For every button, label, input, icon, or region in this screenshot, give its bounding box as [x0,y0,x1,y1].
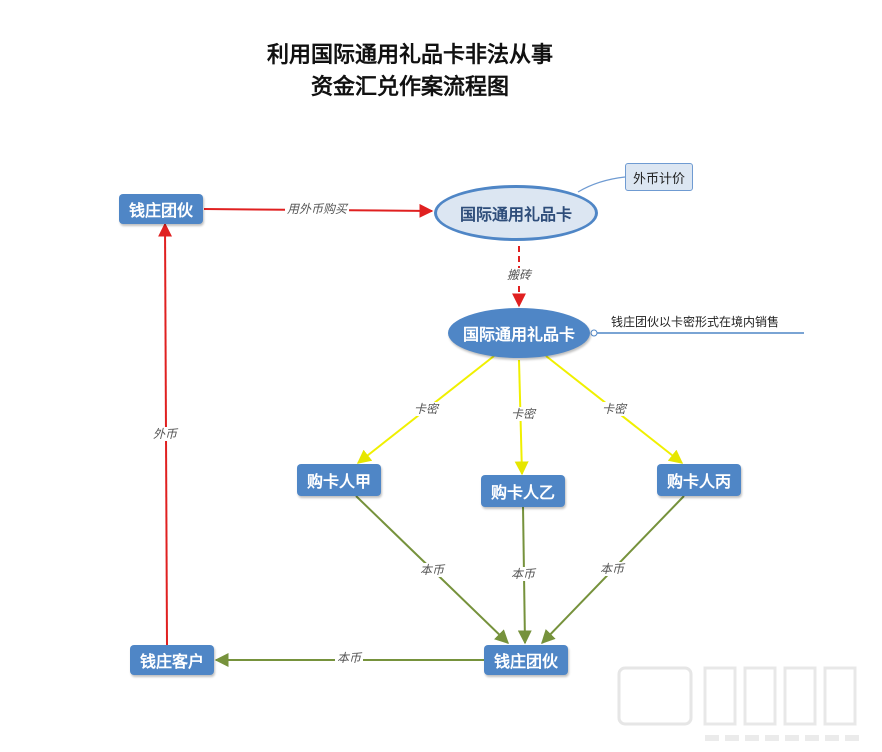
edge-label-card-secret-c: 卡密 [600,402,629,416]
note-domestic-sales: 钱庄团伙以卡密形式在境内销售 [611,315,780,329]
edge-label-local-a: 本币 [418,563,447,577]
edge-label-local-c: 本币 [598,562,627,576]
edge-label-fx: 外币 [151,427,180,441]
callout-leader [577,176,626,193]
edge-label-card-secret-a: 卡密 [412,402,441,416]
node-giftcard-sub: 国际通用礼品卡 [448,308,590,358]
node-buyer-a: 购卡人甲 [297,464,381,496]
node-giftcard-main: 国际通用礼品卡 [434,185,598,241]
callout-fx-pricing: 外币计价 [625,163,693,191]
title-line-1: 利用国际通用礼品卡非法从事 [266,43,553,68]
note-anchor-dot [590,329,598,337]
node-client: 钱庄客户 [130,645,214,675]
edge-label-card-secret-b: 卡密 [509,407,538,421]
node-gang-top: 钱庄团伙 [119,194,203,224]
node-buyer-c: 购卡人丙 [657,464,741,496]
title-line-2: 资金汇兑作案流程图 [310,75,509,100]
edge-label-buy-with-fx: 用外币购买 [285,202,350,216]
watermark-logo [617,666,865,741]
edge-label-local-to-client: 本币 [335,651,364,665]
edge-label-move: 搬砖 [505,268,534,282]
node-gang-bottom: 钱庄团伙 [484,645,568,675]
edge-label-local-b: 本币 [509,567,538,581]
node-buyer-b: 购卡人乙 [481,475,565,507]
